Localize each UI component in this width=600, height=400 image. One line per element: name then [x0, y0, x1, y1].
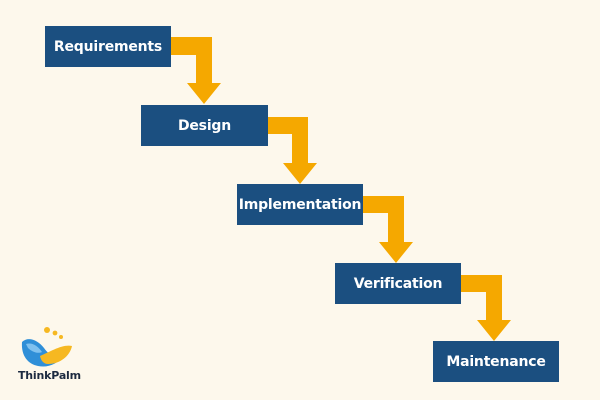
stage-implementation: Implementation [237, 184, 363, 225]
arrow-design-to-implementation [268, 117, 317, 184]
logo-text: ThinkPalm [18, 369, 81, 382]
arrow-verification-to-maintenance [461, 275, 511, 341]
arrow-implementation-to-verification [363, 196, 413, 263]
stage-maintenance: Maintenance [433, 341, 559, 382]
stage-design: Design [141, 105, 268, 146]
stage-label: Implementation [238, 196, 362, 213]
stage-label: Design [177, 117, 232, 134]
arrow-requirements-to-design [171, 37, 221, 104]
thinkpalm-logo-icon [21, 327, 72, 367]
stage-label: Maintenance [446, 353, 546, 370]
stage-label: Requirements [53, 38, 163, 55]
stage-requirements: Requirements [45, 26, 171, 67]
stage-verification: Verification [335, 263, 461, 304]
stage-label: Verification [353, 275, 443, 292]
